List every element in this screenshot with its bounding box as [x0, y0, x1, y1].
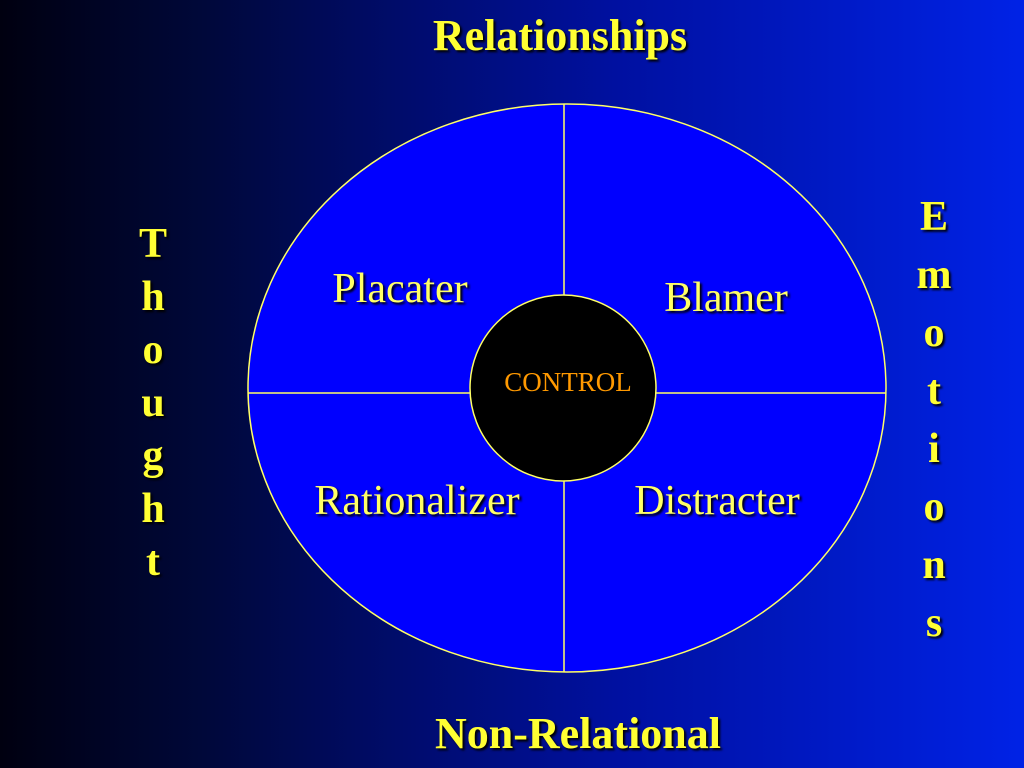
control-circle — [469, 294, 657, 482]
vertical-letter: h — [141, 486, 165, 532]
vertical-letter: T — [138, 221, 167, 267]
vertical-letter: E — [919, 194, 948, 240]
vertical-letter: o — [923, 484, 945, 530]
vertical-letter: i — [928, 426, 940, 472]
vertical-letter: h — [141, 274, 165, 320]
vertical-letter: t — [146, 539, 160, 585]
vertical-letter: t — [927, 368, 941, 414]
slide-title: Relationships — [432, 11, 688, 60]
quadrant-label-rationalizer: Rationalizer — [314, 478, 519, 524]
quadrant-label-placater: Placater — [332, 266, 467, 312]
quadrant-label-blamer: Blamer — [664, 275, 788, 321]
vertical-letter: u — [141, 380, 165, 426]
quadrant-label-distracter: Distracter — [634, 478, 800, 524]
center-label-control: CONTROL — [504, 367, 632, 397]
vertical-letter: s — [925, 600, 943, 646]
vertical-letter: g — [142, 433, 164, 479]
slide-footer-title: Non-Relational — [435, 709, 721, 758]
vertical-letter: m — [916, 252, 952, 298]
vertical-letter: o — [142, 327, 164, 373]
vertical-letter: o — [923, 310, 945, 356]
vertical-letter: n — [922, 542, 946, 588]
